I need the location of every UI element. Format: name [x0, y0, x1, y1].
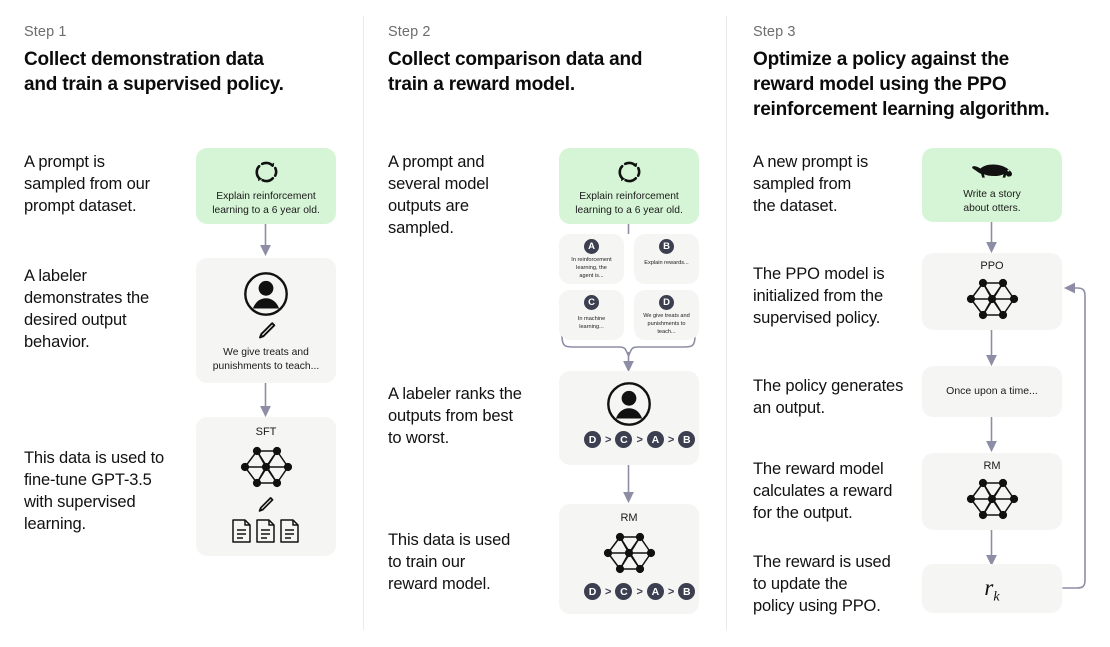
- refresh-cycle-icon: [616, 160, 642, 184]
- step-3-title-line-3: reinforcement learning algorithm.: [753, 99, 1050, 121]
- option-badge-d: D: [659, 295, 674, 310]
- step-3-prompt-text: Write a story about otters.: [963, 189, 1021, 214]
- step-2-output-card-a[interactable]: A In reinforcement learning, the agent i…: [559, 234, 624, 284]
- step-3-title-line-1: Optimize a policy against the: [753, 49, 1010, 70]
- step-2-output-text-d: We give treats and punishments to teach.…: [643, 313, 690, 336]
- step-2-rm-card[interactable]: RM: [559, 504, 699, 614]
- neural-network-icon: [959, 475, 1025, 523]
- rank-badge-4: B: [678, 431, 696, 448]
- step-2-ranking-row: D > C > A > B: [584, 431, 696, 448]
- step-3-column: Step 3 Optimize a policy against the rew…: [727, 0, 1110, 647]
- step-1-label: Step 1: [24, 24, 67, 40]
- step-2-output-card-b[interactable]: B Explain rewards...: [634, 234, 699, 284]
- step-2-title-line-1: Collect comparison data and: [388, 49, 643, 70]
- step-3-caption-5: The reward is used to update the policy …: [753, 553, 891, 616]
- step-2-output-card-d[interactable]: D We give treats and punishments to teac…: [634, 290, 699, 340]
- step-1-sft-title: SFT: [255, 426, 277, 438]
- step-2-prompt-text: Explain reinforcement learning to a 6 ye…: [575, 191, 683, 216]
- step-1-labeler-text: We give treats and punishments to teach.…: [212, 347, 320, 372]
- rm-rank-separator-2: >: [636, 585, 643, 598]
- step-3-caption-4: The reward model calculates a reward for…: [753, 460, 893, 523]
- step-2-output-card-c[interactable]: C In machine learning...: [559, 290, 624, 340]
- step-2-caption-1: A prompt and several model outputs are s…: [388, 153, 489, 238]
- step-2-prompt-card[interactable]: Explain reinforcement learning to a 6 ye…: [559, 148, 699, 224]
- step-3-output-card[interactable]: Once upon a time...: [922, 366, 1062, 417]
- step-3-title-line-2: reward model using the PPO: [753, 74, 1007, 96]
- step-2-caption-2: A labeler ranks the outputs from best to…: [388, 385, 522, 448]
- step-2-rm-title: RM: [620, 512, 638, 524]
- step-2-ranking-card[interactable]: D > C > A > B: [559, 371, 699, 465]
- step-3-ppo-card[interactable]: PPO: [922, 253, 1062, 330]
- neural-network-icon: [233, 443, 299, 491]
- pencil-edit-icon: [255, 320, 277, 342]
- documents-icon: [232, 518, 302, 544]
- step-3-label: Step 3: [753, 24, 796, 40]
- column-divider-2: [726, 16, 727, 630]
- step-2-title-line-2: train a reward model.: [388, 74, 575, 96]
- step-1-title-line-2: and train a supervised policy.: [24, 74, 284, 96]
- rank-badge-2: C: [615, 431, 633, 448]
- step-2-column: Step 2 Collect comparison data and train…: [364, 0, 726, 647]
- rank-badge-1: D: [584, 431, 601, 448]
- rank-separator-3: >: [667, 433, 675, 446]
- step-3-rm-card[interactable]: RM: [922, 453, 1062, 530]
- rm-rank-badge-3: A: [646, 583, 664, 600]
- rm-rank-badge-4: B: [678, 583, 696, 600]
- refresh-cycle-icon: [253, 160, 279, 184]
- rank-separator-1: >: [605, 433, 612, 446]
- labeler-person-icon: [243, 271, 289, 317]
- step-1-title: Collect demonstration data and train a s…: [24, 47, 344, 97]
- step-1-prompt-text: Explain reinforcement learning to a 6 ye…: [212, 191, 320, 216]
- step-3-title: Optimize a policy against the reward mod…: [753, 47, 1103, 122]
- reward-formula: rk: [922, 575, 1062, 606]
- step-1-prompt-card[interactable]: Explain reinforcement learning to a 6 ye…: [196, 148, 336, 224]
- step-1-caption-2: A labeler demonstrates the desired outpu…: [24, 267, 150, 352]
- rm-rank-separator-3: >: [667, 585, 675, 598]
- step-1-sft-card[interactable]: SFT: [196, 417, 336, 556]
- step-2-caption-3: This data is used to train our reward mo…: [388, 531, 511, 594]
- step-1-title-line-1: Collect demonstration data: [24, 49, 264, 70]
- reward-subscript: k: [993, 589, 1000, 605]
- reward-symbol: r: [984, 575, 994, 600]
- step-2-output-text-b: Explain rewards...: [644, 260, 689, 266]
- step-3-prompt-card[interactable]: Write a story about otters.: [922, 148, 1062, 222]
- step-2-title: Collect comparison data and train a rewa…: [388, 47, 708, 97]
- neural-network-icon: [596, 529, 662, 577]
- rm-rank-separator-1: >: [605, 585, 612, 598]
- labeler-person-icon: [606, 381, 652, 427]
- step-3-rm-title: RM: [983, 460, 1001, 472]
- step-2-label: Step 2: [388, 24, 431, 40]
- step-1-labeler-card[interactable]: We give treats and punishments to teach.…: [196, 258, 336, 383]
- rm-rank-badge-1: D: [584, 583, 601, 600]
- option-badge-a: A: [584, 239, 599, 254]
- option-badge-b: B: [659, 239, 674, 254]
- neural-network-icon: [959, 275, 1025, 323]
- step-1-column: Step 1 Collect demonstration data and tr…: [0, 0, 363, 647]
- option-badge-c: C: [584, 295, 599, 310]
- rank-separator-2: >: [636, 433, 643, 446]
- step-3-caption-3: The policy generates an output.: [753, 377, 904, 418]
- rank-badge-3: A: [646, 431, 664, 448]
- step-1-caption-3: This data is used to fine-tune GPT-3.5 w…: [24, 449, 165, 534]
- step-3-caption-2: The PPO model is initialized from the su…: [753, 265, 885, 328]
- otter-icon: [970, 158, 1014, 182]
- step-2-output-text-a: In reinforcement learning, the agent is.…: [571, 257, 612, 280]
- pencil-edit-icon: [255, 495, 275, 515]
- step-3-ppo-title: PPO: [980, 260, 1004, 272]
- step-3-output-text: Once upon a time...: [946, 385, 1038, 397]
- step-1-caption-1: A prompt is sampled from our prompt data…: [24, 153, 150, 216]
- step-3-caption-1: A new prompt is sampled from the dataset…: [753, 153, 869, 216]
- step-3-reward-card[interactable]: rk: [922, 564, 1062, 613]
- step-2-output-text-c: In machine learning...: [577, 316, 606, 331]
- rm-rank-badge-2: C: [615, 583, 633, 600]
- column-divider-1: [363, 16, 364, 630]
- step-2-rm-ranking-row: D > C > A > B: [584, 583, 696, 600]
